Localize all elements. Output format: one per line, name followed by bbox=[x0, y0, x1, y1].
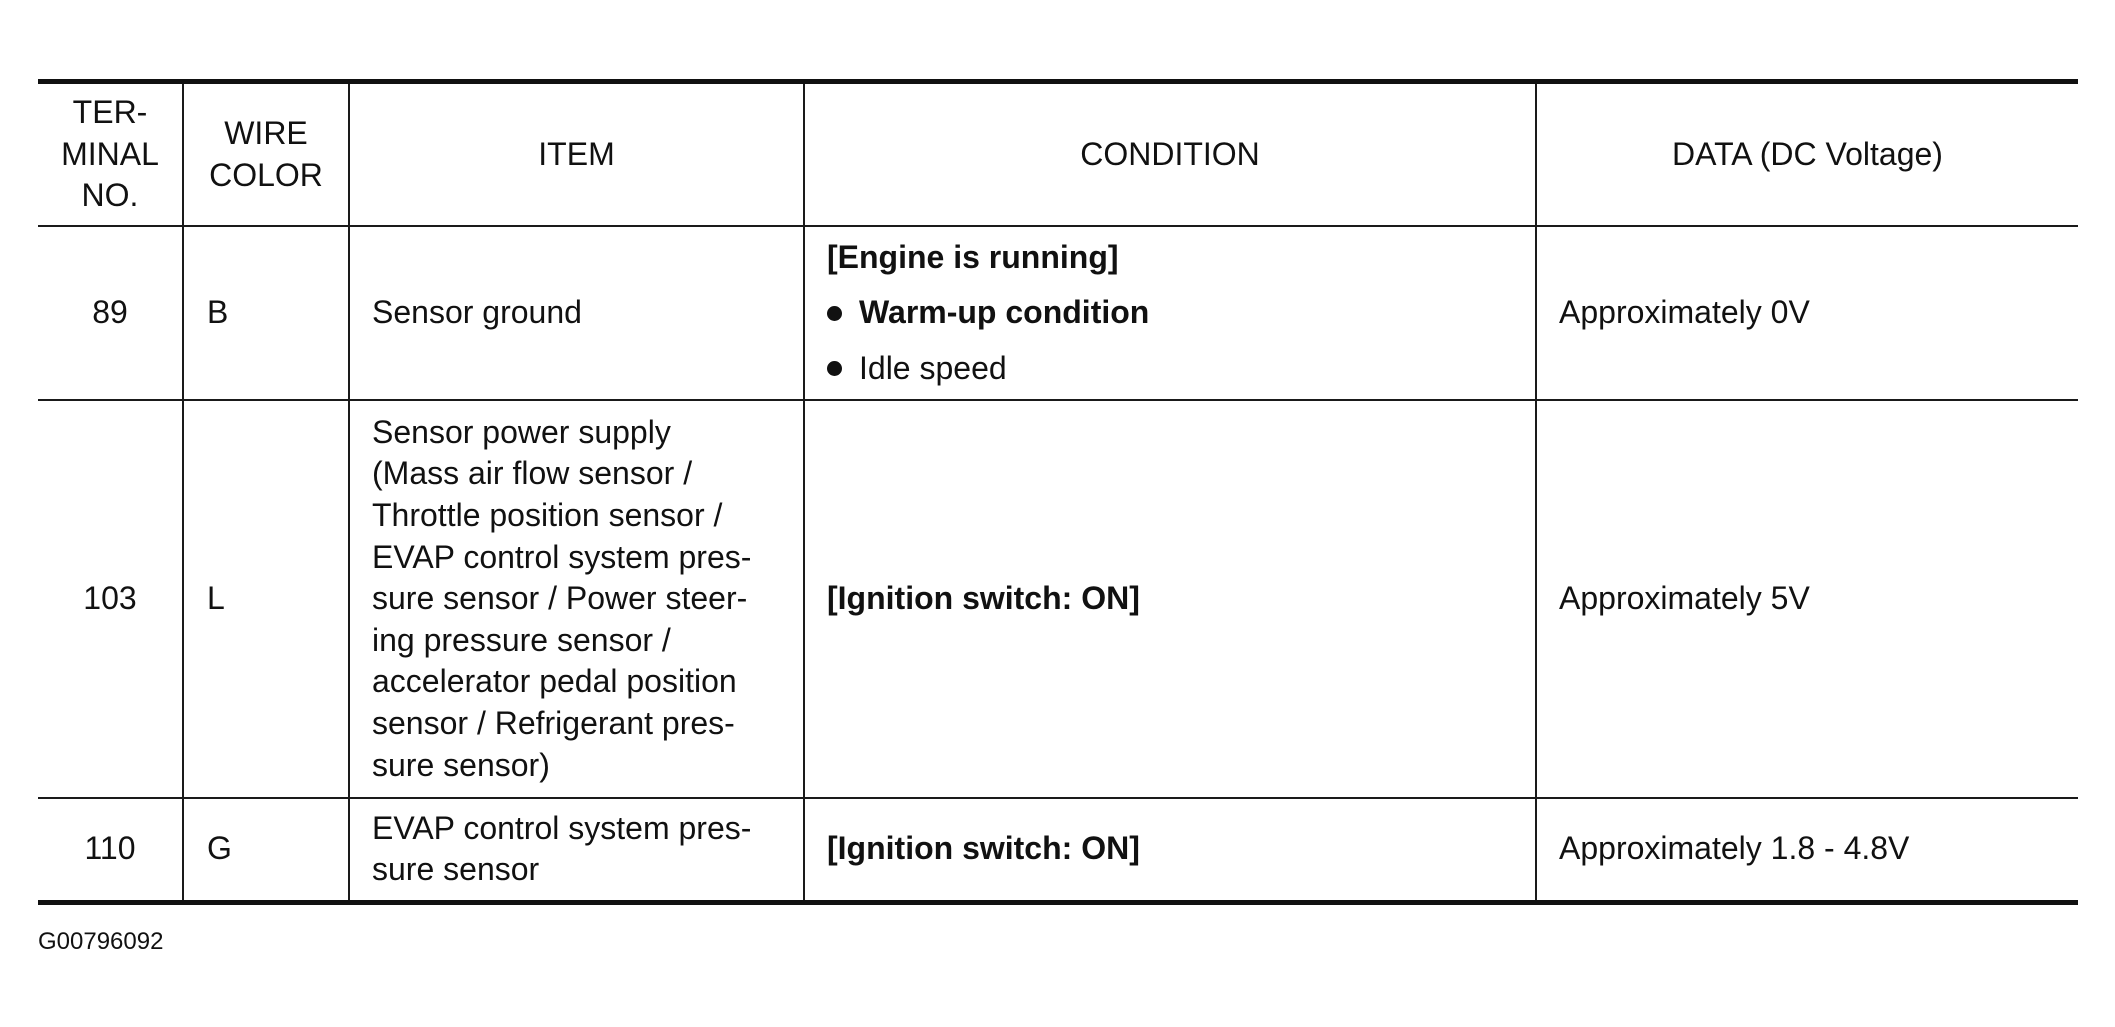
condition-cell: [Engine is running] Warm-up condition Id… bbox=[803, 226, 1537, 400]
header-data: DATA (DC Voltage) bbox=[1535, 81, 2078, 227]
condition-heading: [Ignition switch: ON] bbox=[827, 580, 1140, 617]
terminal-cell: 110 bbox=[38, 798, 184, 902]
wire-color-cell: L bbox=[182, 400, 350, 798]
terminal-cell: 89 bbox=[38, 226, 184, 400]
condition-bullet: Warm-up condition bbox=[827, 285, 1535, 340]
condition-bullet: Idle speed bbox=[827, 341, 1535, 396]
condition-heading: [Engine is running] bbox=[827, 239, 1119, 276]
item-cell: Sensor ground bbox=[348, 226, 805, 400]
condition-cell: [Ignition switch: ON] bbox=[803, 798, 1537, 902]
data-cell: Approximately 5V bbox=[1535, 400, 2078, 798]
item-cell: EVAP control system pres- sure sensor bbox=[348, 798, 805, 902]
bullet-dot-icon bbox=[827, 305, 842, 321]
condition-cell: [Ignition switch: ON] bbox=[803, 400, 1537, 798]
table-row: 110 G EVAP control system pres- sure sen… bbox=[38, 798, 2078, 902]
data-cell: Approximately 0V bbox=[1535, 226, 2078, 400]
wire-color-cell: G bbox=[182, 798, 350, 902]
item-cell: Sensor power supply (Mass air flow senso… bbox=[348, 400, 805, 798]
header-item: ITEM bbox=[348, 81, 805, 227]
terminal-cell: 103 bbox=[38, 400, 184, 798]
header-terminal-no: TER- MINAL NO. bbox=[38, 81, 184, 227]
wire-color-cell: B bbox=[182, 226, 350, 400]
bullet-dot-icon bbox=[827, 360, 842, 376]
figure-id: G00796092 bbox=[38, 928, 164, 955]
header-wire-color: WIRE COLOR bbox=[182, 81, 350, 227]
table-header-row: TER- MINAL NO. WIRE COLOR ITEM CONDITION… bbox=[38, 81, 2078, 227]
terminal-data-table: TER- MINAL NO. WIRE COLOR ITEM CONDITION… bbox=[38, 79, 2078, 905]
table-row: 89 B Sensor ground [Engine is running] W… bbox=[38, 226, 2078, 400]
data-cell: Approximately 1.8 - 4.8V bbox=[1535, 798, 2078, 902]
header-condition: CONDITION bbox=[803, 81, 1537, 227]
condition-heading: [Ignition switch: ON] bbox=[827, 830, 1140, 867]
table-row: 103 L Sensor power supply (Mass air flow… bbox=[38, 400, 2078, 798]
